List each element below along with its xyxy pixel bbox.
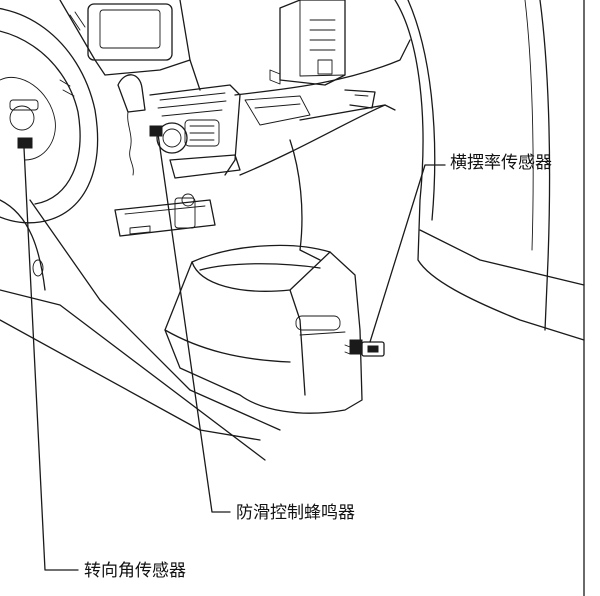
gear-shifter [117,74,146,176]
yaw-rate-sensor-label: 横摆率传感器 [450,153,552,173]
control-unit [269,0,376,109]
yaw-rate-sensor-part [344,339,385,357]
leader-line-yaw-rate [369,164,446,343]
steering-wheel [0,8,99,224]
floor-lines [0,199,281,461]
leader-line-buzzer [157,133,231,513]
skid-control-buzzer-label: 防滑控制蜂鸣器 [236,503,355,523]
center-console [164,244,363,414]
steering-angle-sensor-label: 转向角传感器 [84,561,186,581]
dashboard [59,0,411,237]
leader-line-steering [23,147,79,571]
